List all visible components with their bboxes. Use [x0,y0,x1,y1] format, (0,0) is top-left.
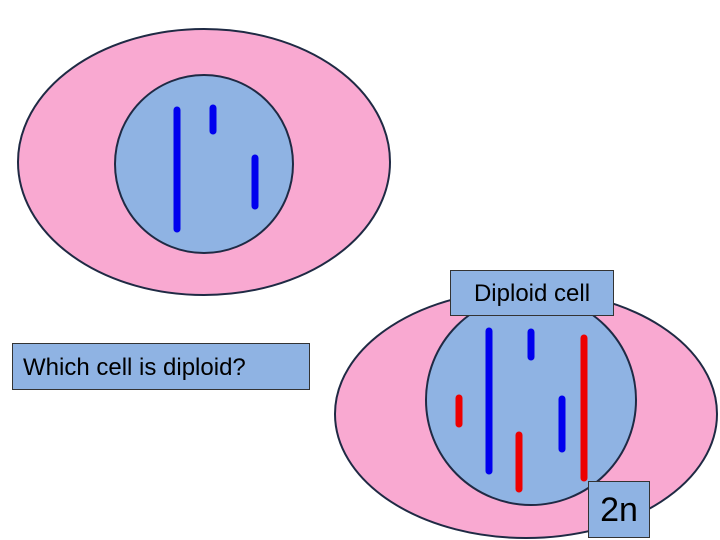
cell-bottom-right [334,289,718,539]
cell-top-left-nucleus [114,74,294,254]
question-label: Which cell is diploid? [12,343,310,390]
ploidy-label: 2n [588,481,650,538]
cell-top-left [17,28,391,296]
diploid-cell-label: Diploid cell [450,270,614,316]
